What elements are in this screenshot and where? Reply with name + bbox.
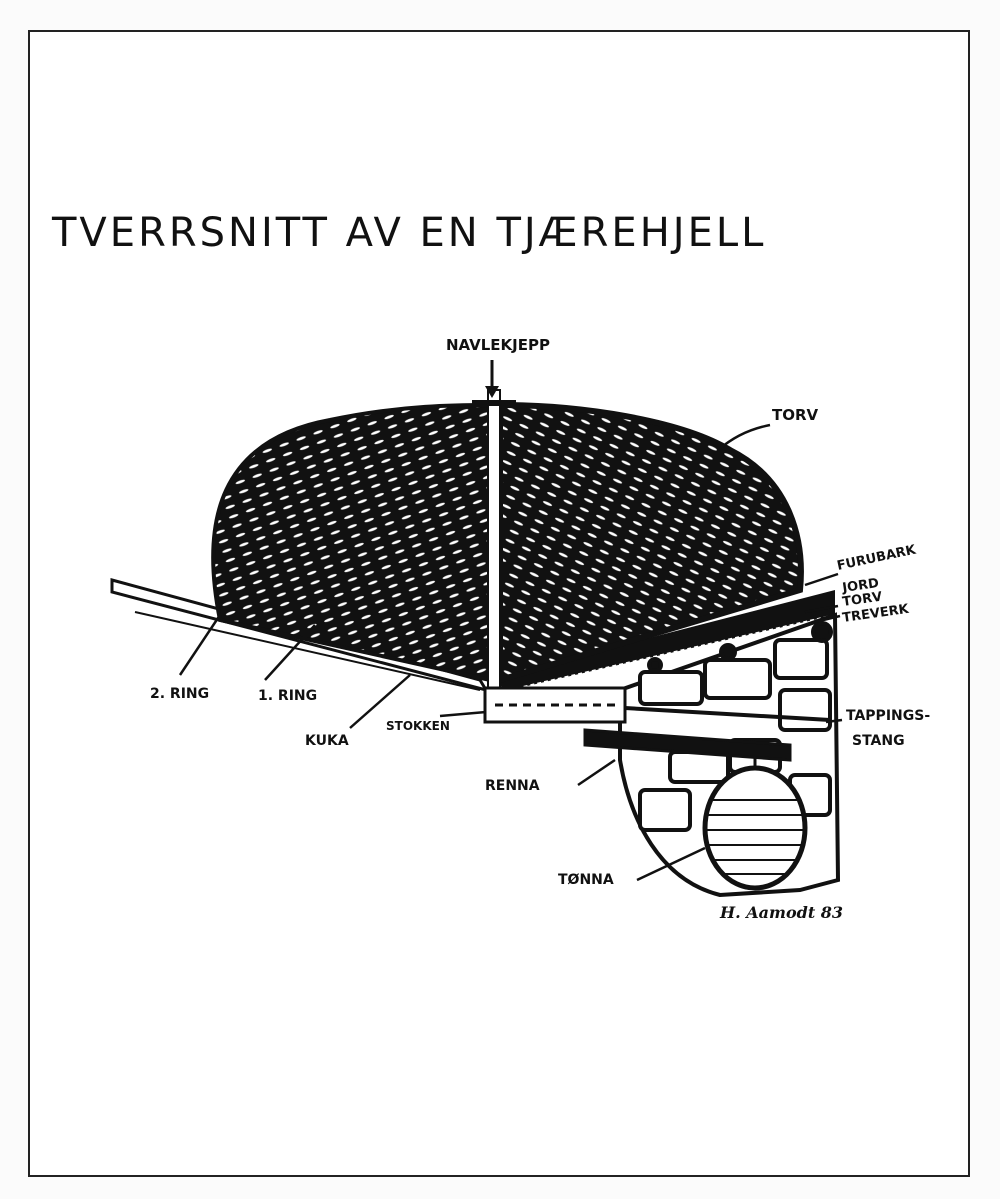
wood-pile-dome — [211, 401, 804, 685]
tonna-barrel — [702, 745, 808, 891]
label-stokken: STOKKEN — [386, 719, 450, 733]
label-ring-2: 2. RING — [150, 686, 209, 702]
label-ring-1: 1. RING — [258, 688, 317, 704]
label-furubark: FURUBARK — [836, 542, 918, 574]
label-navlekjepp: NAVLEKJEPP — [446, 336, 550, 354]
stokken-and-renna — [483, 686, 831, 762]
label-tappingsstang-2: STANG — [852, 733, 905, 749]
diagram-title: TVERRSNITT AV EN TJÆREHJELL — [51, 210, 766, 256]
label-torv-top: TORV — [772, 406, 819, 424]
leader-lines — [178, 423, 843, 882]
label-torv: TORV — [841, 590, 883, 610]
artist-signature: H. Aamodt 83 — [719, 903, 843, 922]
label-tonna: TØNNA — [558, 872, 614, 888]
label-renna: RENNA — [485, 778, 540, 794]
label-jord: JORD — [840, 576, 880, 596]
label-tappingsstang-1: TAPPINGS- — [846, 708, 930, 724]
label-kuka: KUKA — [305, 733, 349, 749]
